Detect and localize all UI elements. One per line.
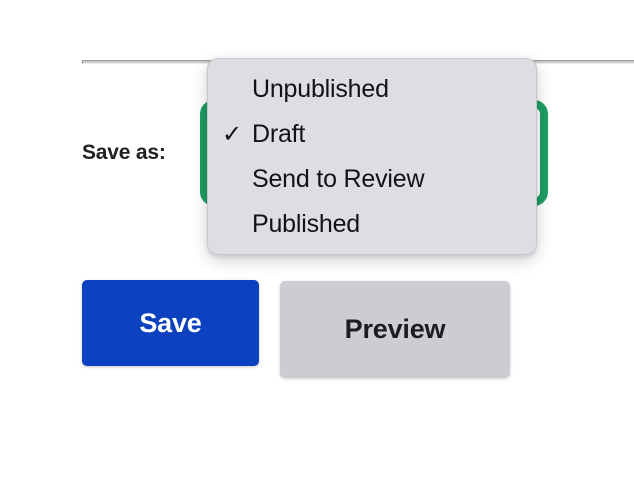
- menu-item-label: Draft: [252, 120, 306, 148]
- menu-item-unpublished[interactable]: Unpublished: [208, 67, 536, 112]
- save-button[interactable]: Save: [82, 280, 259, 366]
- menu-item-draft[interactable]: ✓ Draft: [208, 112, 536, 157]
- menu-item-label: Send to Review: [252, 165, 425, 193]
- preview-button[interactable]: Preview: [280, 281, 510, 378]
- menu-item-label: Published: [252, 210, 361, 238]
- save-as-dropdown-menu[interactable]: Unpublished ✓ Draft Send to Review Publi…: [207, 58, 537, 255]
- save-as-field-row: Save as:: [82, 100, 166, 206]
- menu-item-label: Unpublished: [252, 75, 389, 103]
- save-as-label: Save as:: [82, 141, 166, 164]
- check-icon: ✓: [222, 120, 243, 148]
- menu-item-send-to-review[interactable]: Send to Review: [208, 157, 536, 202]
- menu-item-published[interactable]: Published: [208, 202, 536, 247]
